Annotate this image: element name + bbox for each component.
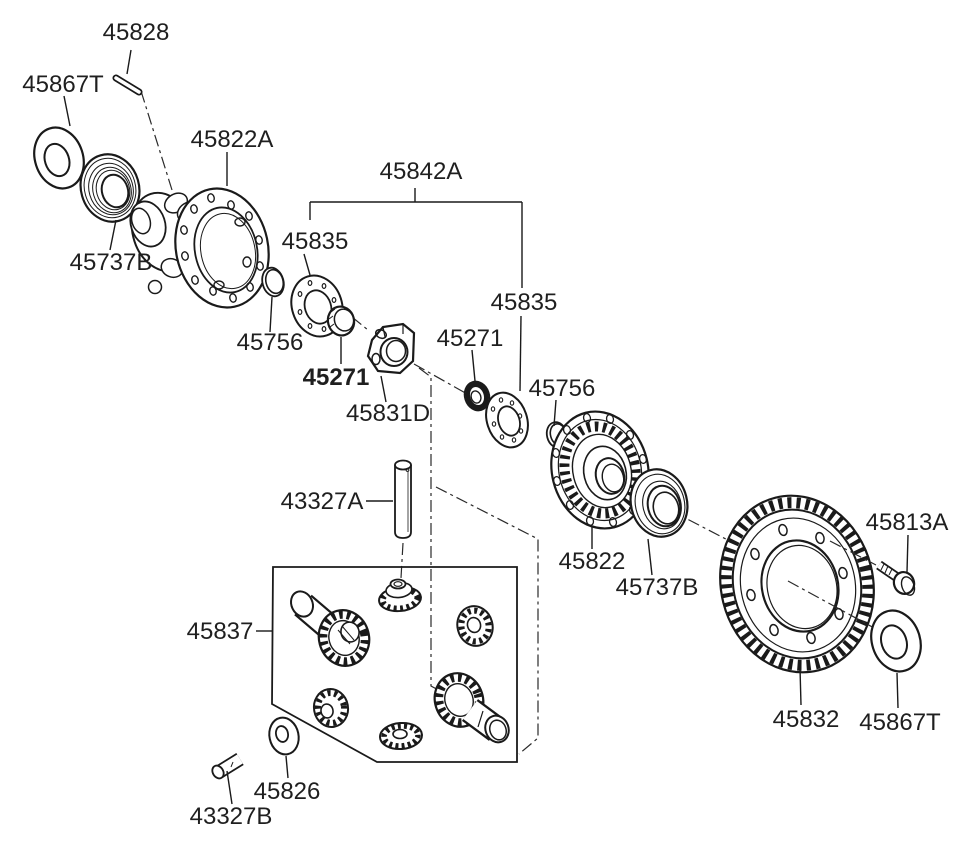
part-label-45835-right: 45835: [491, 289, 558, 316]
part-label-45831D: 45831D: [346, 400, 430, 427]
part-label-45837: 45837: [187, 618, 254, 645]
part-label-45842A: 45842A: [380, 158, 463, 185]
pinion-gear-right: [456, 605, 494, 647]
pinion-gear-bottom-left: [312, 688, 350, 728]
part-label-45271-right: 45271: [437, 325, 504, 352]
part-label-45826: 45826: [254, 778, 321, 805]
part-label-45822: 45822: [559, 548, 626, 575]
part-label-45832: 45832: [773, 706, 840, 733]
centerline-group-gear: [787, 540, 877, 630]
snap-ring-45756-left: [261, 266, 285, 298]
pinion-gear-bottom-center: [379, 721, 423, 751]
lock-nut-45831D: [366, 322, 416, 375]
part-label-45813A: 45813A: [866, 509, 949, 536]
lock-pin-43327B: [211, 753, 244, 780]
cap-45271-left: [326, 305, 356, 337]
thrust-washer-45867T-left: [33, 126, 85, 190]
hub-rim-holes: [551, 413, 648, 527]
bolt-45813A: [876, 560, 916, 596]
part-label-45867T-left: 45867T: [22, 71, 104, 98]
bearing-45737B-left: [79, 153, 141, 223]
part-label-45737B-left: 45737B: [70, 249, 153, 276]
side-gear-left: [290, 590, 371, 667]
part-label-45737B-right: 45737B: [616, 574, 699, 601]
part-label-45271-left: 45271: [303, 364, 370, 391]
pinion-shaft-43327A: [394, 459, 412, 539]
part-label-45822A: 45822A: [191, 126, 274, 153]
seal-ring-45271-right: [463, 380, 491, 412]
differential-case-45822: [550, 410, 650, 530]
gear-kit-45837-contents: [290, 578, 510, 751]
part-label-43327B: 43327B: [190, 803, 273, 830]
side-gear-right: [433, 672, 510, 744]
ring-gear-45832: [719, 494, 875, 674]
case-flange-bolt-holes: [180, 193, 264, 303]
differential-case-45822A: [129, 187, 270, 309]
pinion-gear-top: [378, 578, 422, 613]
lock-pin-45828: [112, 74, 143, 96]
leader-lines: [63, 49, 909, 805]
bearing-45737B-right: [629, 468, 689, 538]
part-label-45756-left: 45756: [237, 329, 304, 356]
thrust-washer-45867T-right: [870, 609, 922, 673]
gear-kit-box: [271, 566, 518, 763]
ring-gear-bolt-holes: [746, 523, 848, 645]
part-label-45828: 45828: [103, 19, 170, 46]
thrust-washer-45826: [268, 716, 300, 756]
part-label-45756-right: 45756: [529, 375, 596, 402]
part-label-45867T-right: 45867T: [859, 709, 941, 736]
part-label-45835-left: 45835: [282, 228, 349, 255]
part-label-43327A: 43327A: [281, 488, 364, 515]
spacer-45835-right: [485, 391, 529, 449]
